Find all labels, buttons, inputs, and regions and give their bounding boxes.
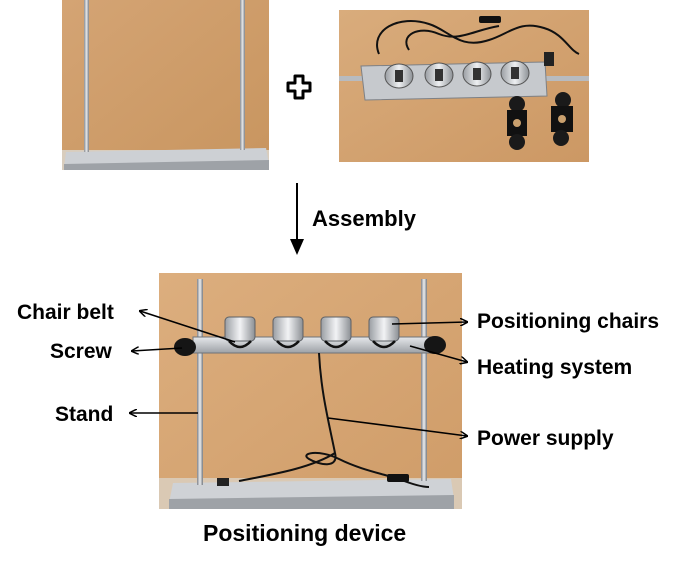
chair-belt-label: Chair belt <box>17 301 114 324</box>
heating-system-arrow <box>409 345 467 362</box>
caption: Positioning device <box>203 520 407 546</box>
positioning-chairs-arrow <box>391 322 467 324</box>
parts-photo <box>339 10 589 162</box>
assembly-label: Assembly <box>312 206 416 231</box>
stand-label: Stand <box>55 403 114 426</box>
screw-arrow <box>132 348 183 351</box>
power-supply-label: Power supply <box>477 427 614 450</box>
positioning-chairs-label: Positioning chairs <box>477 310 660 333</box>
stand-photo <box>62 0 269 170</box>
power-supply-arrow <box>327 417 467 436</box>
plus-outline-icon <box>286 74 312 100</box>
assembled-device-photo <box>159 273 462 509</box>
screw-label: Screw <box>50 340 112 363</box>
assembly-arrow-icon <box>290 183 304 255</box>
chair-belt-arrow <box>140 311 236 343</box>
heating-system-label: Heating system <box>477 356 633 379</box>
